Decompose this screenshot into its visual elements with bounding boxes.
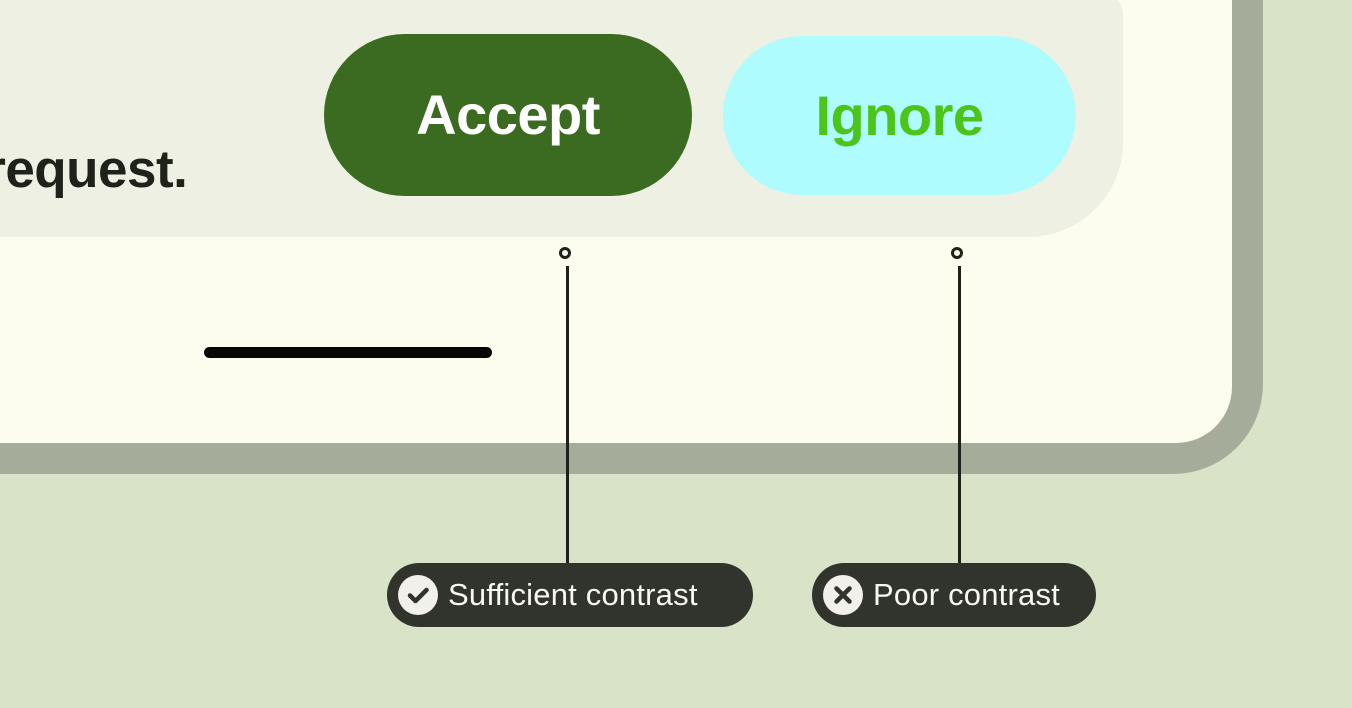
accept-connector-dot [559,247,571,259]
ignore-connector-dot [951,247,963,259]
ignore-button[interactable]: Ignore [723,36,1076,195]
poor-contrast-label: Poor contrast [873,577,1060,612]
poor-contrast-callout: Poor contrast [812,563,1096,627]
accept-connector-line [566,266,569,564]
sufficient-contrast-label: Sufficient contrast [448,577,698,612]
x-circle-icon [823,575,863,615]
home-indicator-bar [204,347,492,358]
phone-screen: a request. Accept Ignore [0,0,1232,443]
notification-message-text: a request. [0,140,188,199]
check-circle-icon [398,575,438,615]
notification-card: a request. Accept Ignore [0,0,1123,237]
sufficient-contrast-callout: Sufficient contrast [387,563,753,627]
ignore-connector-line [958,266,961,564]
accept-button[interactable]: Accept [324,34,692,196]
